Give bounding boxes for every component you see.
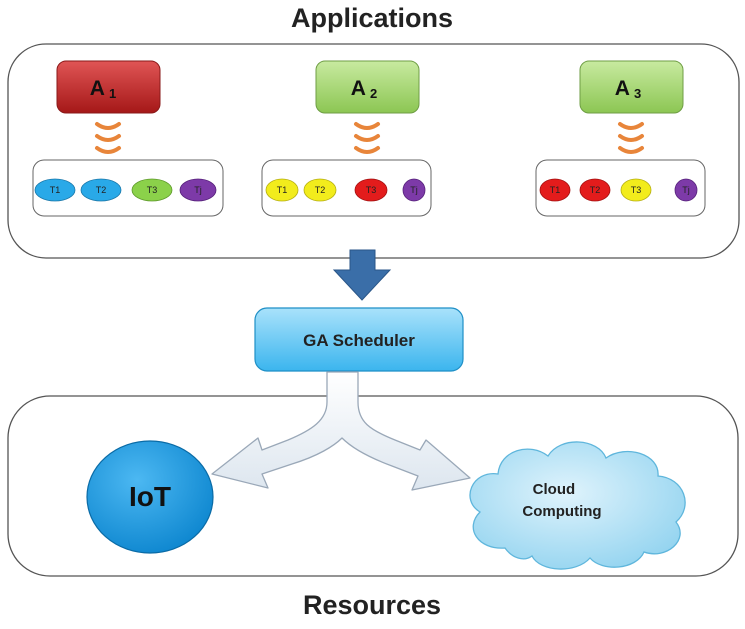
svg-text:T1: T1 <box>277 185 288 195</box>
cloud-icon <box>469 441 686 570</box>
application-3-connector <box>618 122 644 154</box>
svg-text:Tj: Tj <box>410 185 418 195</box>
cloud-label-line2: Computing <box>522 503 601 520</box>
application-1-box <box>56 60 161 114</box>
svg-text:T2: T2 <box>315 185 326 195</box>
svg-text:T3: T3 <box>631 185 642 195</box>
application-2-task-group <box>261 159 432 217</box>
scheduler-box <box>254 307 464 372</box>
resources-title: Resources <box>303 590 441 620</box>
split-arrow <box>211 371 471 491</box>
svg-text:T1: T1 <box>550 185 561 195</box>
svg-text:T3: T3 <box>147 185 158 195</box>
application-2-connector <box>354 122 380 154</box>
iot-label: IoT <box>129 481 171 512</box>
svg-text:Tj: Tj <box>194 185 202 195</box>
task-a3-t1: T1 <box>539 178 571 202</box>
svg-text:T2: T2 <box>96 185 107 195</box>
svg-text:T2: T2 <box>590 185 601 195</box>
cloud-label: Cloud Computing <box>522 481 601 520</box>
cloud-label-line1: Cloud <box>533 481 576 498</box>
task-a1-t3: T3 <box>131 178 173 202</box>
task-a2-t2: T2 <box>303 178 337 202</box>
task-a1-t1: T1 <box>34 178 76 202</box>
task-a3-t3: T3 <box>620 178 652 202</box>
task-a2-t1: T1 <box>265 178 299 202</box>
iot-resource: IoT <box>86 440 214 554</box>
application-3-box <box>579 60 684 114</box>
down-arrow <box>332 249 392 301</box>
cloud-resource: Cloud Computing <box>469 441 686 570</box>
task-a2-tj: Tj <box>402 178 426 202</box>
task-a1-t2: T2 <box>80 178 122 202</box>
task-a3-t2: T2 <box>579 178 611 202</box>
task-a3-tj: Tj <box>674 178 698 202</box>
iot-circle <box>86 440 214 554</box>
svg-text:T3: T3 <box>366 185 377 195</box>
scheduler: GA Scheduler <box>254 307 464 372</box>
svg-text:Tj: Tj <box>682 185 690 195</box>
task-a1-tj: Tj <box>179 178 217 202</box>
application-1-connector <box>95 122 121 154</box>
applications-title: Applications <box>291 3 453 33</box>
application-3-task-group <box>535 159 706 217</box>
application-2-box <box>315 60 420 114</box>
scheduler-label: GA Scheduler <box>303 331 415 350</box>
application-1-task-group <box>32 159 224 217</box>
svg-text:T1: T1 <box>50 185 61 195</box>
task-a2-t3: T3 <box>354 178 388 202</box>
